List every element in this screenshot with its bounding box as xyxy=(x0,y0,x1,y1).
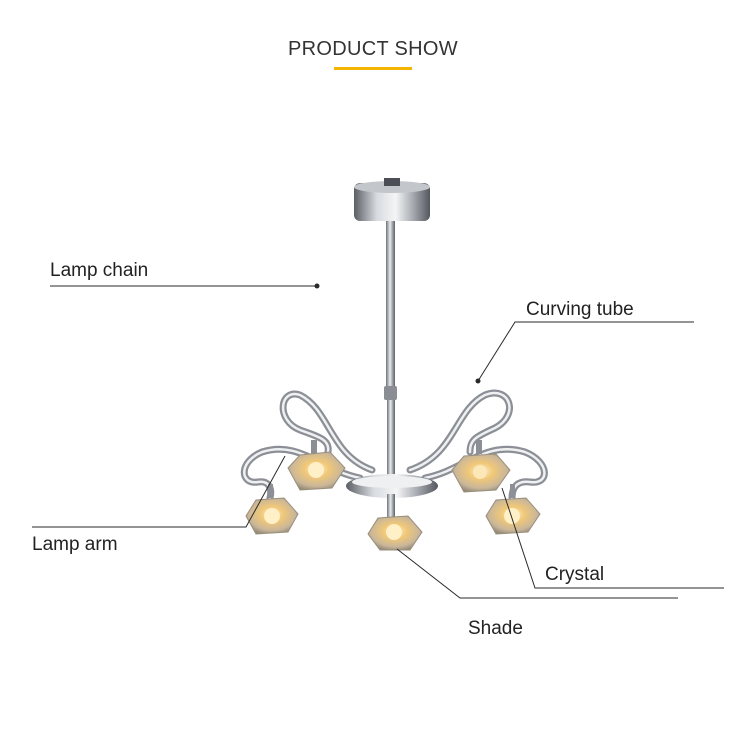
callout-curving-tube: Curving tube xyxy=(526,299,634,320)
shade-lower-right xyxy=(485,484,541,535)
dot-lamp-chain xyxy=(314,283,320,289)
ceiling-canopy xyxy=(354,178,430,221)
leader-curving-tube xyxy=(477,321,694,382)
shade-center xyxy=(367,515,423,551)
shade-lower-left xyxy=(245,484,299,535)
lamp-chain-rod xyxy=(384,221,397,480)
dot-curving-tube xyxy=(475,378,481,384)
leader-lines xyxy=(32,283,724,599)
page-title: PRODUCT SHOW xyxy=(288,38,458,60)
center-bowl xyxy=(346,474,438,518)
callout-lamp-chain: Lamp chain xyxy=(50,260,149,281)
leader-crystal xyxy=(501,487,724,589)
shade-upper-left xyxy=(287,440,346,491)
shade-upper-right xyxy=(451,440,511,493)
leader-lamp-arm xyxy=(32,455,286,528)
leader-shade xyxy=(396,548,678,599)
title-underline xyxy=(334,67,412,70)
callout-crystal: Crystal xyxy=(545,564,605,585)
callout-lamp-arm: Lamp arm xyxy=(32,534,118,555)
callout-shade: Shade xyxy=(468,618,523,639)
